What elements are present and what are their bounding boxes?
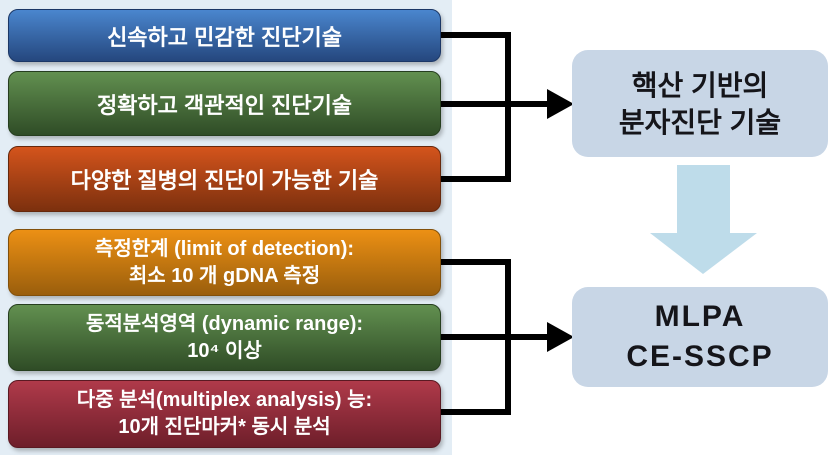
result-box-label-line2: 분자진단 기술: [618, 106, 782, 138]
feature-box-label-line1: 다중 분석(multiplex analysis) 능:: [76, 389, 373, 411]
feature-box-dynamic-range: 동적분석영역 (dynamic range): 10⁴ 이상: [8, 304, 441, 371]
right-arrowhead-top-icon: [547, 89, 574, 119]
result-box-mlpa-cesscp: MLPA CE-SSCP: [572, 287, 828, 387]
bracket-top: [438, 32, 549, 182]
right-arrowhead-bottom-icon: [547, 322, 574, 352]
result-box-label-line1: 핵산 기반의: [631, 69, 769, 101]
result-box-label-line1: MLPA: [654, 300, 746, 333]
feature-box-rapid-sensitive: 신속하고 민감한 진단기술: [8, 9, 441, 62]
feature-box-label: 다양한 질병의 진단이 가능한 기술: [70, 168, 379, 193]
feature-box-label: 신속하고 민감한 진단기술: [107, 24, 342, 50]
feature-box-label: 정확하고 객관적인 진단기술: [96, 92, 353, 118]
feature-box-label-line1: 동적분석영역 (dynamic range):: [85, 312, 364, 335]
feature-box-label-line2: 10⁴ 이상: [187, 339, 262, 362]
feature-box-label-line1: 측정한계 (limit of detection):: [94, 237, 355, 260]
feature-box-multiplex-analysis: 다중 분석(multiplex analysis) 능: 10개 진단마커* 동…: [8, 380, 441, 448]
feature-box-label-line2: 최소 10 개 gDNA 측정: [128, 264, 321, 287]
result-box-label-line2: CE-SSCP: [626, 340, 774, 373]
bracket-bottom: [438, 259, 549, 415]
feature-box-label-line2: 10개 진단마커* 동시 분석: [118, 416, 331, 438]
result-box-nucleic-acid: 핵산 기반의 분자진단 기술: [572, 50, 828, 157]
down-arrow-icon: [650, 165, 757, 274]
feature-box-limit-of-detection: 측정한계 (limit of detection): 최소 10 개 gDNA …: [8, 229, 441, 296]
feature-box-various-diseases: 다양한 질병의 진단이 가능한 기술: [8, 146, 441, 212]
feature-box-accurate-objective: 정확하고 객관적인 진단기술: [8, 71, 441, 136]
